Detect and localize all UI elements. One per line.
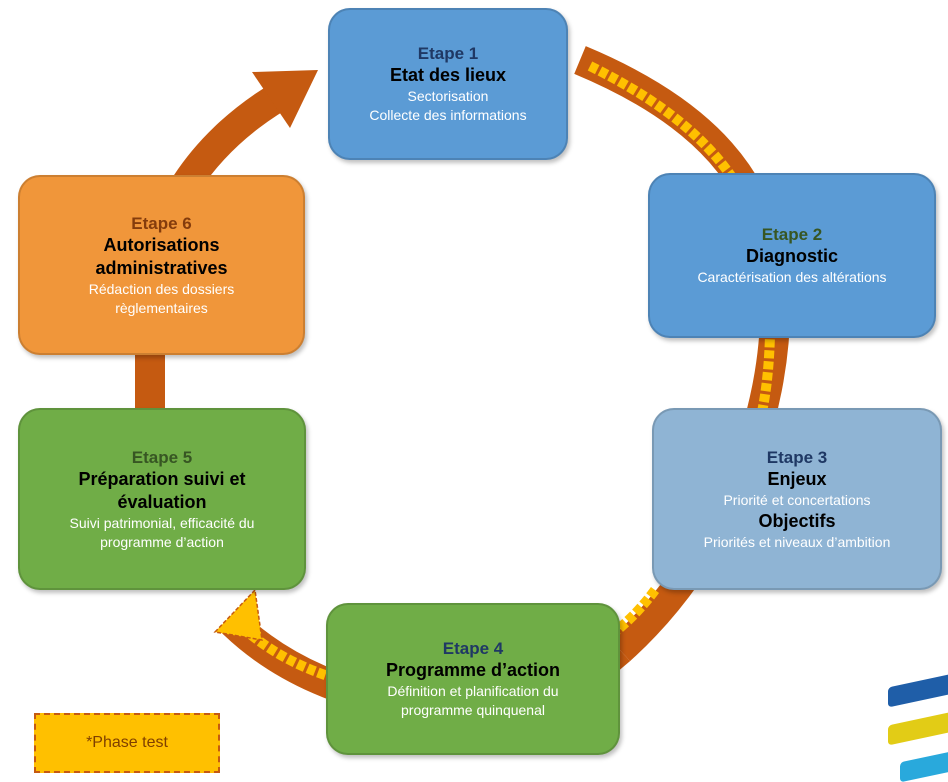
step-title: Autorisations: [103, 234, 220, 255]
step-label: Etape 3: [766, 447, 828, 467]
step-desc: programme quinquenal: [401, 702, 545, 718]
step-label: Etape 4: [442, 639, 504, 658]
step-2-box: Etape 2 Diagnostic Caractérisation des a…: [648, 173, 936, 338]
step-label: Etape 2: [761, 225, 823, 244]
step-1-box: Etape 1 Etat des lieux Sectorisation Col…: [328, 8, 568, 160]
step-3-box: Etape 3 Enjeux Priorité et concertations…: [652, 408, 942, 590]
step-title: Enjeux: [767, 468, 827, 489]
step-desc: Suivi patrimonial, efficacité du: [69, 514, 255, 531]
step-4-box: Etape 4 Programme d’action Définition et…: [326, 603, 620, 755]
step-desc-secondary: Priorités et niveaux d’ambition: [703, 533, 891, 550]
step-desc: Collecte des informations: [369, 107, 527, 123]
step-desc: Caractérisation des altérations: [697, 269, 887, 285]
step-label: Etape 5: [131, 447, 193, 467]
phase-test-arrowhead-icon: [213, 588, 263, 641]
step-title: Etat des lieux: [389, 65, 507, 85]
step-title: administratives: [95, 257, 228, 278]
step-title: Programme d’action: [385, 660, 561, 680]
phase-test-label: *Phase test: [86, 734, 168, 751]
step-5-box: Etape 5 Préparation suivi et évaluation …: [18, 408, 306, 590]
step-title-secondary: Objectifs: [758, 510, 836, 531]
cycle-arrowhead-icon: [252, 70, 318, 128]
step-desc: Priorité et concertations: [723, 491, 871, 508]
step-desc: règlementaires: [115, 299, 208, 316]
step-title: évaluation: [117, 491, 207, 512]
step-title: Préparation suivi et: [78, 468, 246, 489]
step-desc: programme d’action: [100, 533, 224, 550]
phase-test-legend: *Phase test: [34, 713, 220, 773]
step-title: Diagnostic: [745, 246, 838, 266]
step-label: Etape 1: [417, 44, 479, 63]
step-desc: Définition et planification du: [387, 683, 559, 699]
step-desc: Rédaction des dossiers: [88, 280, 235, 297]
step-label: Etape 6: [131, 213, 192, 233]
step-desc: Sectorisation: [407, 88, 489, 104]
step-6-box: Etape 6 Autorisations administratives Ré…: [18, 175, 305, 355]
